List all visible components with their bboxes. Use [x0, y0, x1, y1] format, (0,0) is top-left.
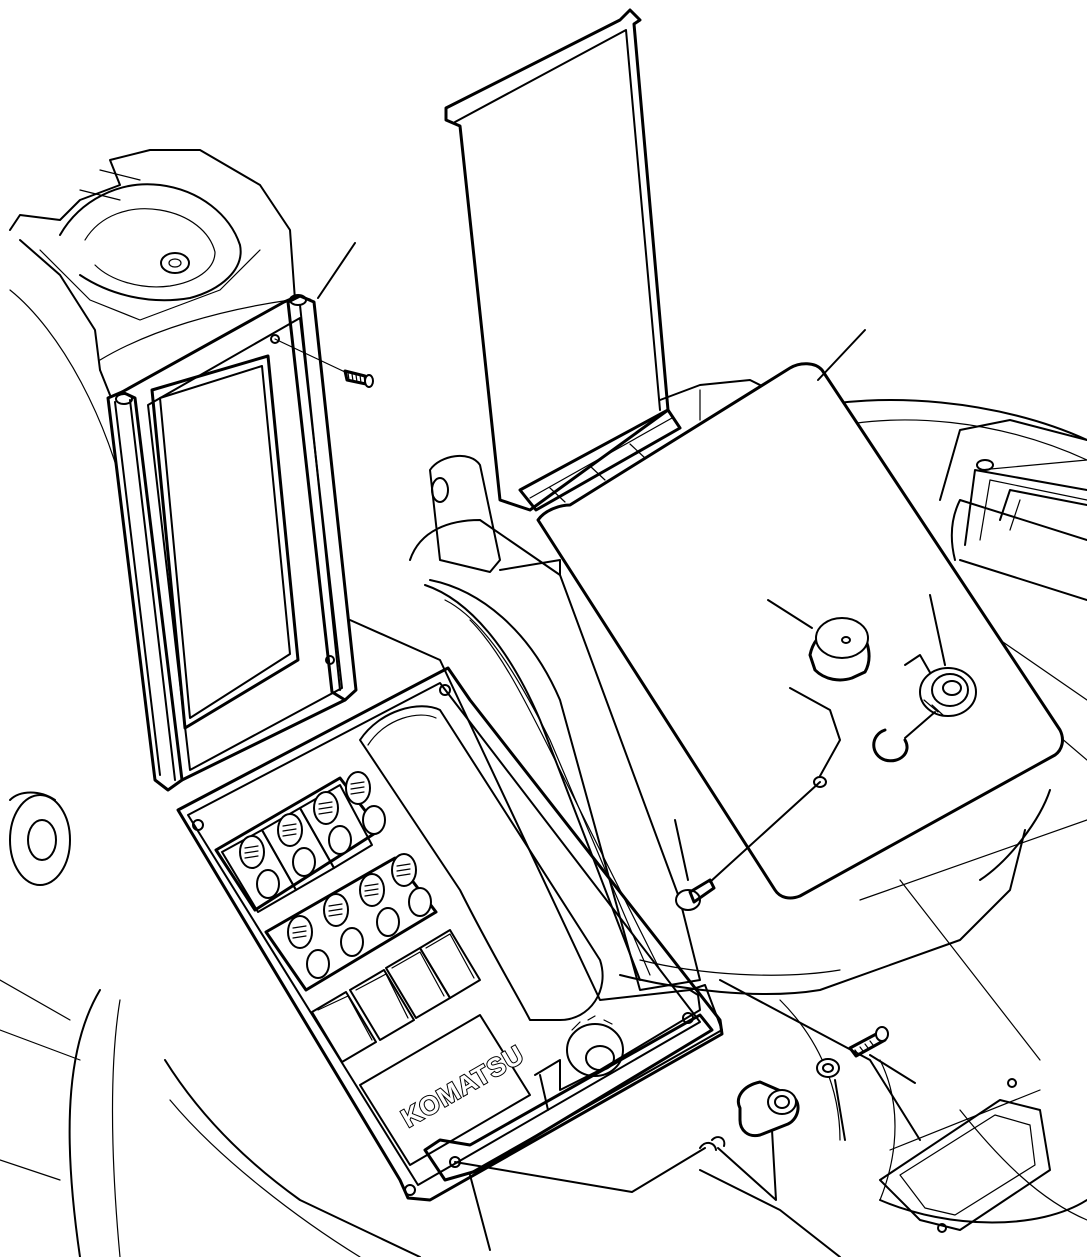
leader-line-bushing: [717, 1129, 777, 1201]
leader-line-bottom: [469, 1174, 491, 1251]
snap-ring: [872, 711, 936, 763]
armrest-box-right: [939, 419, 1087, 561]
cab-structure: [0, 289, 1087, 1257]
rocker-switches-row-2: [264, 853, 438, 992]
rocker-switches-row-1: [214, 771, 386, 913]
lid-knob: [767, 599, 871, 682]
leader-line-bracket: [454, 1147, 706, 1193]
console-pillar: [99, 299, 299, 396]
lid-lock-cylinder: [904, 594, 977, 717]
lid-screw: [674, 819, 716, 911]
hinge: [518, 408, 682, 512]
cup-holder-lower: [879, 1078, 1051, 1233]
flip-cover-plate: [444, 8, 670, 512]
cup-holder-upper: [9, 149, 296, 371]
lower-hardware: [699, 1026, 889, 1151]
monitor-frame: [106, 294, 358, 792]
left-side-ring: [9, 791, 71, 886]
frame-screw: [274, 338, 374, 388]
leader-line-frame: [317, 242, 356, 299]
blank-plugs: [311, 929, 481, 1063]
leader-line-washer: [834, 1079, 846, 1141]
ignition-switch: [566, 1015, 624, 1077]
right-lid: [536, 362, 1064, 900]
lower-bracket: [423, 984, 723, 1182]
leader-line-lid: [817, 329, 866, 381]
leader-line-knob: [789, 687, 841, 777]
console-bay: [349, 519, 1051, 1001]
leader-line-pin: [709, 781, 821, 883]
leader-line-bolt: [869, 1054, 916, 1084]
